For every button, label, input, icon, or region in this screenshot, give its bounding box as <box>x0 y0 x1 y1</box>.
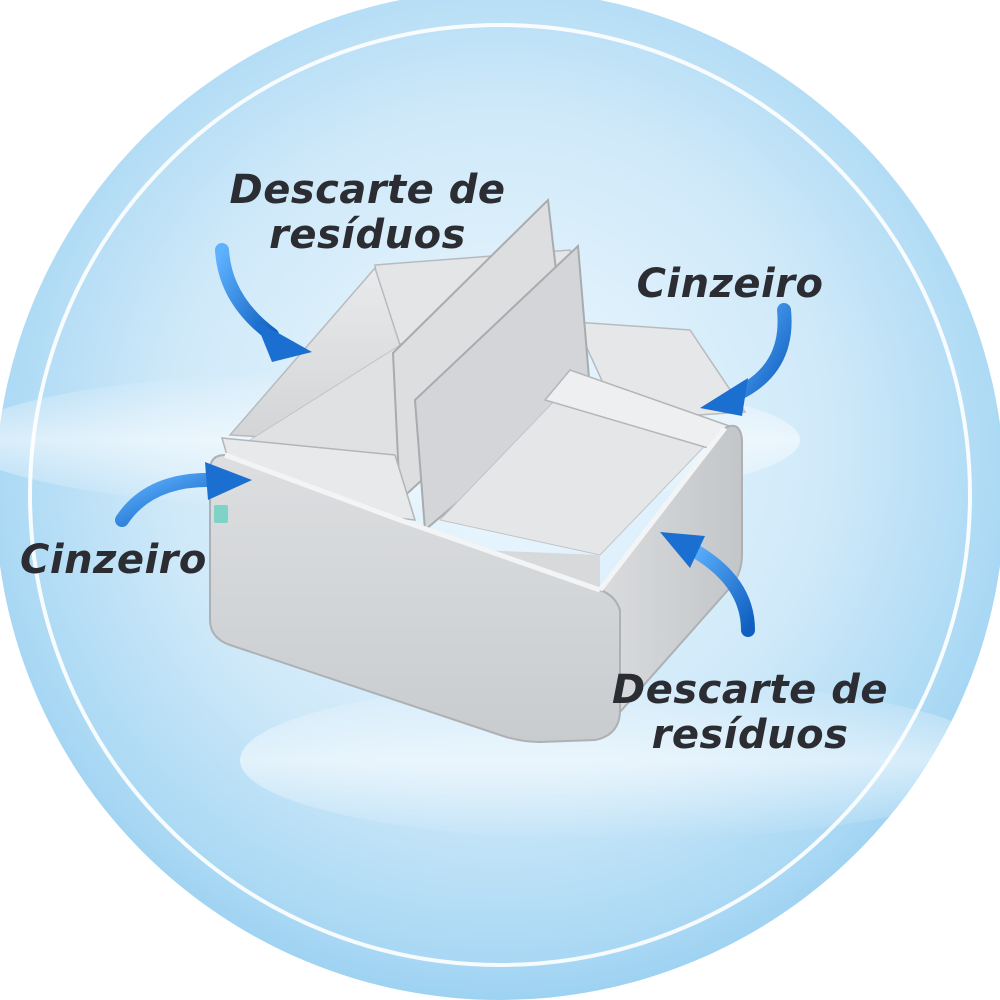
curved-arrow-icon <box>683 541 755 637</box>
label-line: Descarte de <box>611 667 888 713</box>
arrow-top-left <box>215 243 312 362</box>
curved-arrow-icon <box>115 472 222 527</box>
label-waste-disposal-top: Descarte de resíduos <box>225 168 510 258</box>
label-line: Cinzeiro <box>636 261 824 307</box>
label-waste-disposal-bottom: Descarte de resíduos <box>605 668 895 758</box>
label-line: resíduos <box>651 711 849 758</box>
label-line: Descarte de <box>229 167 506 213</box>
label-line: resíduos <box>269 211 466 258</box>
cloud-band <box>240 680 1000 840</box>
white-ring <box>28 23 972 967</box>
arrow-top-right <box>700 303 792 416</box>
arrow-bottom-right <box>660 532 755 637</box>
label-ashtray-right: Cinzeiro <box>630 262 830 307</box>
product-tray <box>209 197 747 744</box>
label-line: Cinzeiro <box>20 537 207 583</box>
label-ashtray-left: Cinzeiro <box>20 538 220 583</box>
arrow-left <box>115 462 252 527</box>
